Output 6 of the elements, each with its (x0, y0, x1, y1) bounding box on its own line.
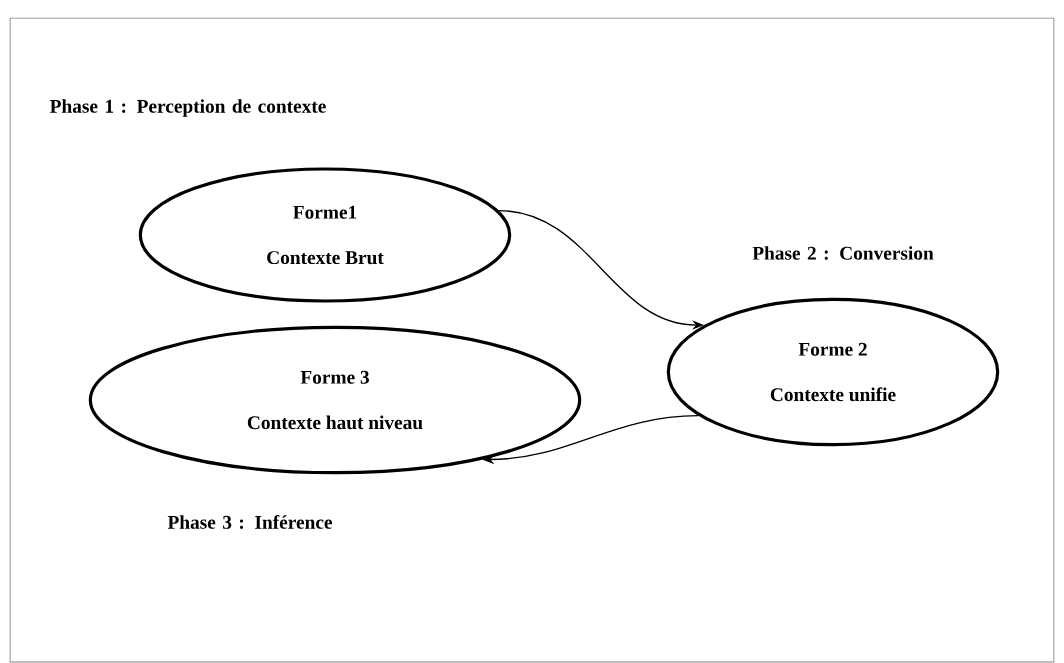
phase-label: Phase 3 : Inférence (167, 515, 333, 529)
ellipse-node: Forme 2 Contexte unifie (666, 297, 1000, 447)
phase-label: Phase 2 : Conversion (752, 246, 934, 260)
ellipse-node: Forme1 Contexte Brut (138, 167, 512, 303)
phase-label: Phase 1 : Perception de contexte (50, 99, 326, 117)
ellipse-node: Forme 3 Contexte haut niveau (88, 325, 582, 475)
